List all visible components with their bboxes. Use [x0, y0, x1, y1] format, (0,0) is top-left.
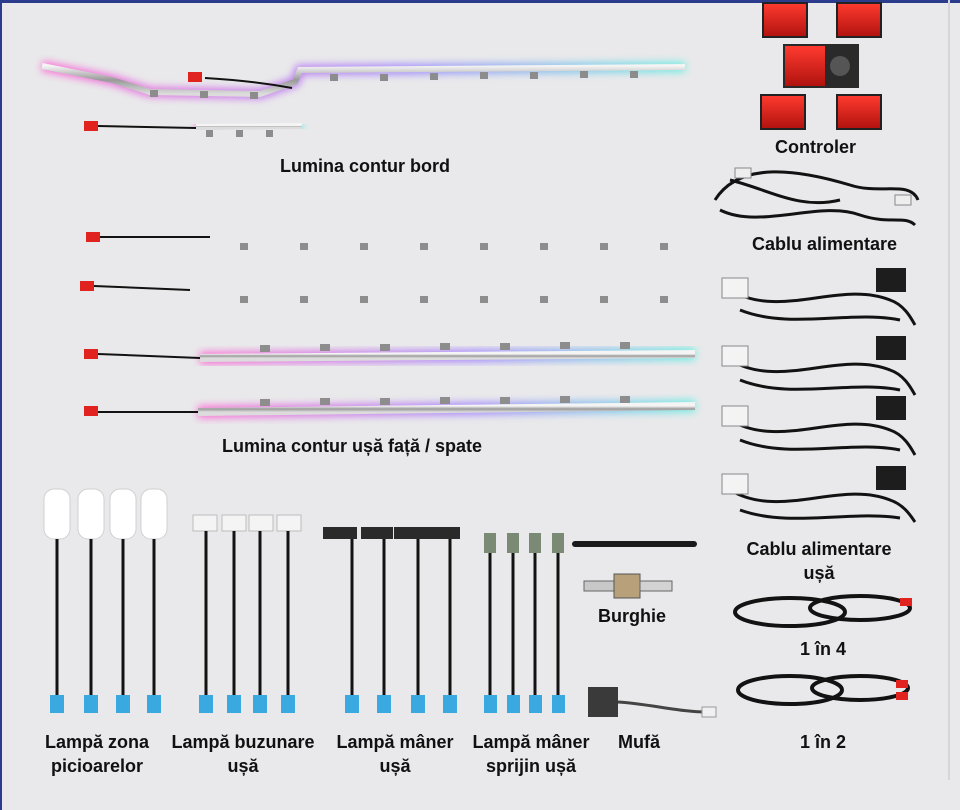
label-armrest-lamp-line1: Lampă mâner	[472, 732, 590, 752]
label-handle-lamp-line1: Lampă mâner	[336, 732, 454, 752]
dashboard-strip-short	[84, 121, 303, 137]
door-power-cable-2	[721, 336, 917, 396]
door-strip-3	[84, 348, 696, 364]
door-strip-2	[80, 281, 688, 296]
armrest-lamps	[484, 533, 565, 713]
label-foot-lamp-line1: Lampă zona	[44, 732, 150, 752]
label-controller: Controler	[775, 137, 856, 157]
door-power-cable-1	[721, 268, 917, 326]
door-power-cable-3	[721, 396, 917, 456]
top-frame-line	[0, 0, 960, 3]
label-door-power-cable-line2: ușă	[803, 563, 835, 583]
connector-plug	[588, 687, 717, 718]
drill-bits	[572, 541, 697, 599]
label-handle-lamp: Lampă mâner ușă	[327, 730, 463, 778]
splitter-1-in-2	[736, 674, 910, 706]
label-foot-lamp: Lampă zona picioarelor	[30, 730, 164, 778]
label-dashboard-light: Lumina contur bord	[280, 156, 450, 176]
label-door-power-cable: Cablu alimentare ușă	[730, 537, 908, 585]
door-strip-1	[86, 231, 690, 243]
label-1-in-2: 1 în 2	[800, 732, 847, 752]
label-1-in-4: 1 în 4	[800, 639, 847, 659]
left-frame-line	[0, 0, 2, 810]
label-foot-lamp-line2: picioarelor	[50, 756, 144, 776]
label-pocket-lamp-line2: ușă	[227, 756, 259, 776]
label-armrest-lamp: Lampă mâner sprijin ușă	[463, 730, 599, 778]
controller-modules	[760, 2, 882, 130]
label-connector: Mufă	[618, 732, 660, 752]
door-strip-4	[84, 400, 696, 418]
handle-lamps	[323, 527, 460, 713]
label-drill: Burghie	[598, 606, 667, 626]
label-handle-lamp-line2: ușă	[379, 756, 411, 776]
door-strip-clips	[240, 243, 668, 406]
label-armrest-lamp-line2: sprijin ușă	[485, 756, 577, 776]
label-power-cable: Cablu alimentare	[752, 234, 898, 254]
right-divider-line	[948, 0, 950, 780]
label-pocket-lamp: Lampă buzunare ușă	[162, 730, 324, 778]
door-power-cable-4	[721, 466, 917, 523]
label-door-light: Lumina contur ușă față / spate	[222, 436, 483, 456]
label-door-power-cable-line1: Cablu alimentare	[746, 539, 892, 559]
splitter-1-in-4	[733, 594, 912, 628]
foot-lamps	[43, 488, 168, 713]
power-cable-harness	[713, 167, 920, 227]
dashboard-strip-long	[41, 61, 686, 100]
label-pocket-lamp-line1: Lampă buzunare	[171, 732, 315, 752]
pocket-lamps	[192, 514, 302, 713]
